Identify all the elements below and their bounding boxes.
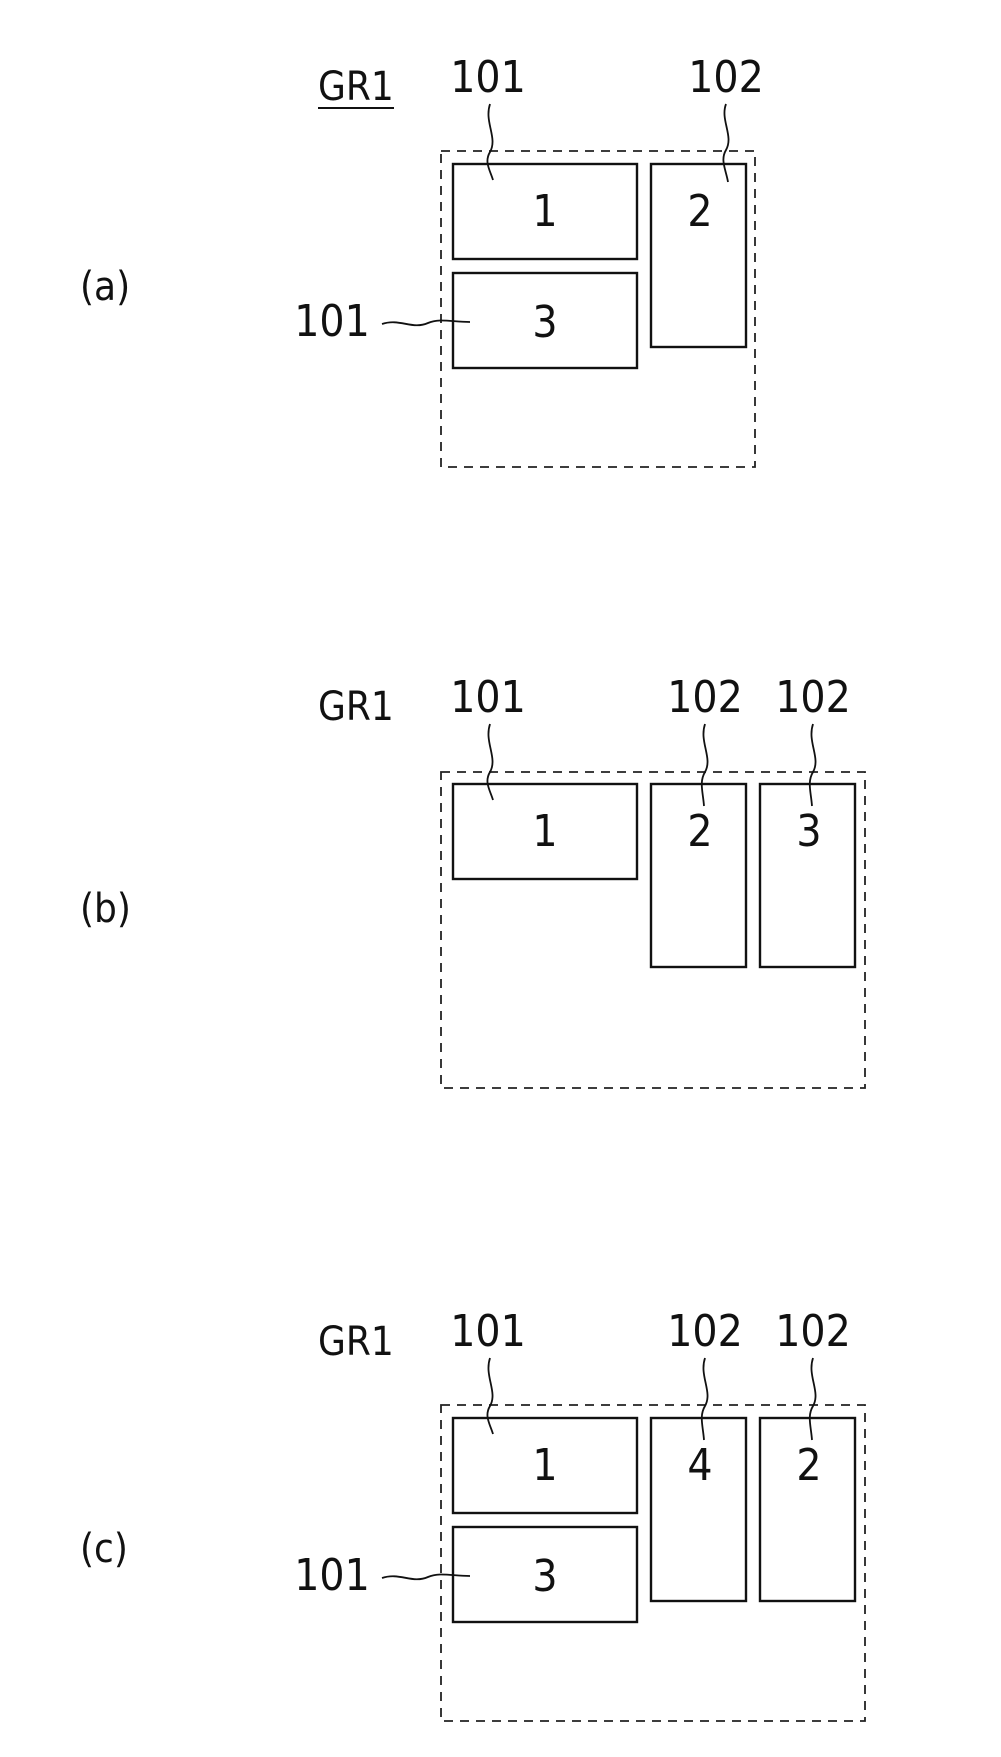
element-number-a1: 1 (532, 186, 557, 237)
panel-label-a: (a) (80, 264, 130, 310)
group-label-c: GR1 (318, 1319, 394, 1365)
ref-label-a3: 101 (294, 296, 370, 347)
ref-label-b3: 102 (775, 672, 851, 723)
ref-label-b1: 101 (450, 672, 526, 723)
element-number-c3: 2 (796, 1440, 821, 1491)
element-number-c1: 1 (532, 1440, 557, 1491)
ref-label-a1: 101 (450, 52, 526, 103)
figure-c: (c) GR1 1 4 2 3 101 102 102 101 (80, 1306, 865, 1721)
ref-label-c2: 102 (667, 1306, 743, 1357)
figure-b: (b) GR1 1 2 3 101 102 102 (80, 672, 865, 1088)
element-number-b3: 3 (796, 806, 821, 857)
ref-label-c4: 101 (294, 1550, 370, 1601)
ref-label-c1: 101 (450, 1306, 526, 1357)
figure-a: (a) GR1 1 2 3 101 102 101 (80, 52, 764, 467)
element-number-a2: 2 (687, 186, 712, 237)
element-number-c4: 3 (532, 1551, 557, 1602)
group-label-b: GR1 (318, 684, 394, 730)
ref-label-a2: 102 (688, 52, 764, 103)
element-number-b2: 2 (687, 806, 712, 857)
panel-label-b: (b) (80, 886, 131, 932)
element-number-c2: 4 (687, 1440, 712, 1491)
element-number-b1: 1 (532, 806, 557, 857)
ref-label-c3: 102 (775, 1306, 851, 1357)
ref-label-b2: 102 (667, 672, 743, 723)
group-label-a: GR1 (318, 64, 394, 110)
element-number-a3: 3 (532, 297, 557, 348)
panel-label-c: (c) (80, 1526, 128, 1572)
